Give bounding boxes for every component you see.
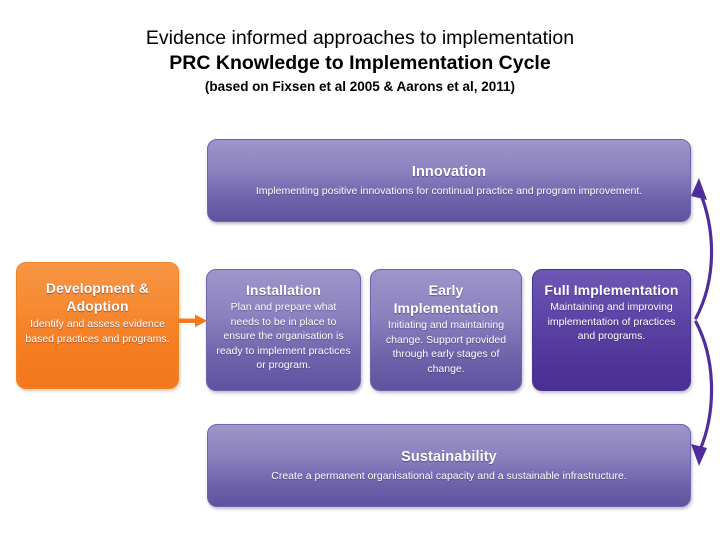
stage-title-development-and-adoption: Development & Adoption — [45, 280, 150, 314]
stage-box-development-and-adoption[interactable]: Development & Adoption Identify and asse… — [16, 262, 179, 389]
stage-title-early-implementation: Early Implementation — [393, 282, 499, 316]
stage-box-innovation[interactable]: Innovation Implementing positive innovat… — [207, 139, 691, 222]
title-line-primary: Evidence informed approaches to implemen… — [145, 27, 575, 49]
stage-box-early-implementation[interactable]: Early Implementation Initiating and main… — [370, 269, 522, 391]
stage-box-installation[interactable]: Installation Plan and prepare what needs… — [206, 269, 361, 391]
curved-arrow-down-icon — [691, 320, 714, 466]
stage-title-installation: Installation — [245, 282, 322, 298]
stage-description-installation: Plan and prepare what needs to be in pla… — [216, 301, 351, 371]
stage-title-full-implementation: Full Implementation — [544, 282, 679, 298]
stage-description-sustainability: Create a permanent organisational capaci… — [271, 470, 627, 482]
stage-title-sustainability: Sustainability — [401, 449, 497, 465]
stage-title-innovation: Innovation — [411, 164, 487, 180]
right-arrow-icon — [178, 310, 208, 332]
title-line-secondary: PRC Knowledge to Implementation Cycle — [169, 52, 551, 74]
stage-description-full-implementation: Maintaining and improving implementation… — [547, 301, 676, 342]
stage-description-early-implementation: Initiating and maintaining change. Suppo… — [385, 319, 507, 375]
stage-box-sustainability[interactable]: Sustainability Create a permanent organi… — [207, 424, 691, 507]
curved-arrow-up-icon — [691, 178, 714, 320]
stage-description-innovation: Implementing positive innovations for co… — [255, 185, 643, 197]
stage-description-development-and-adoption: Identify and assess evidence based pract… — [25, 318, 170, 345]
page-title: Evidence informed approaches to implemen… — [0, 26, 720, 97]
title-line-source: (based on Fixsen et al 2005 & Aarons et … — [204, 79, 516, 94]
stage-box-full-implementation[interactable]: Full Implementation Maintaining and impr… — [532, 269, 691, 391]
